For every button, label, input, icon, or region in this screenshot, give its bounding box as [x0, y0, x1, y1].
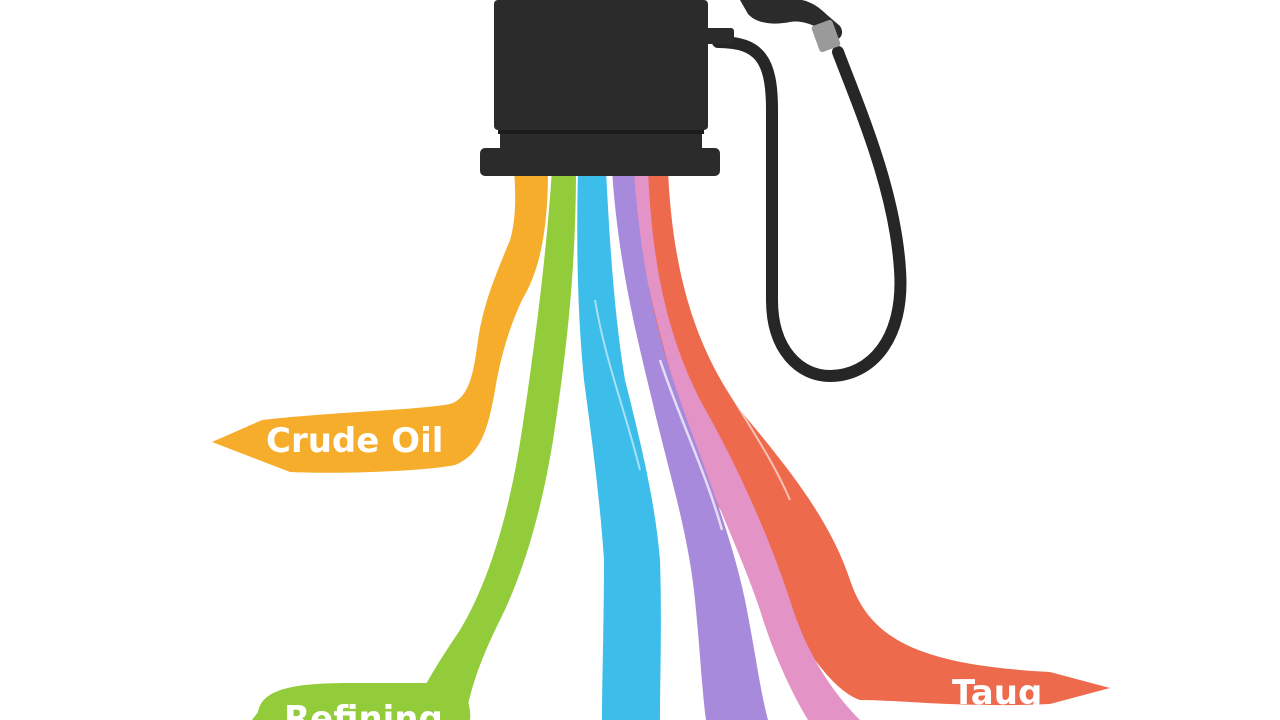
stream-highlight: [658, 359, 724, 531]
fuel-nozzle-icon: [740, 0, 843, 53]
stream-highlight: [594, 299, 641, 471]
label-refining-ribbon: Refining: [252, 683, 471, 720]
label-right: Taug: [952, 673, 1042, 713]
pump-body: [494, 0, 708, 130]
refining-ribbon-shape: [252, 683, 471, 720]
pump-side-bracket: [704, 28, 734, 44]
fuel-pump-icon: [480, 0, 734, 176]
stream-purple: [612, 170, 768, 720]
hose: [712, 36, 907, 383]
stream-orange: [212, 170, 548, 473]
stream-pink: [628, 170, 860, 720]
streams-group: [212, 170, 1110, 720]
label-crude-oil-ribbon: Crude Oil: [266, 421, 443, 461]
nozzle-collar: [811, 19, 841, 53]
label-right-ribbon: Taug: [952, 673, 1042, 713]
stream-highlight: [511, 279, 536, 431]
nozzle-handle: [740, 0, 843, 40]
label-crude-oil: Crude Oil: [266, 421, 443, 461]
stream-blue: [577, 170, 661, 720]
label-refining: Refining: [284, 699, 443, 720]
stream-highlight: [689, 299, 791, 501]
hose-group: [712, 36, 907, 383]
pump-shadow-line: [498, 130, 704, 134]
pump-base: [480, 148, 720, 176]
stream-green: [410, 170, 576, 720]
